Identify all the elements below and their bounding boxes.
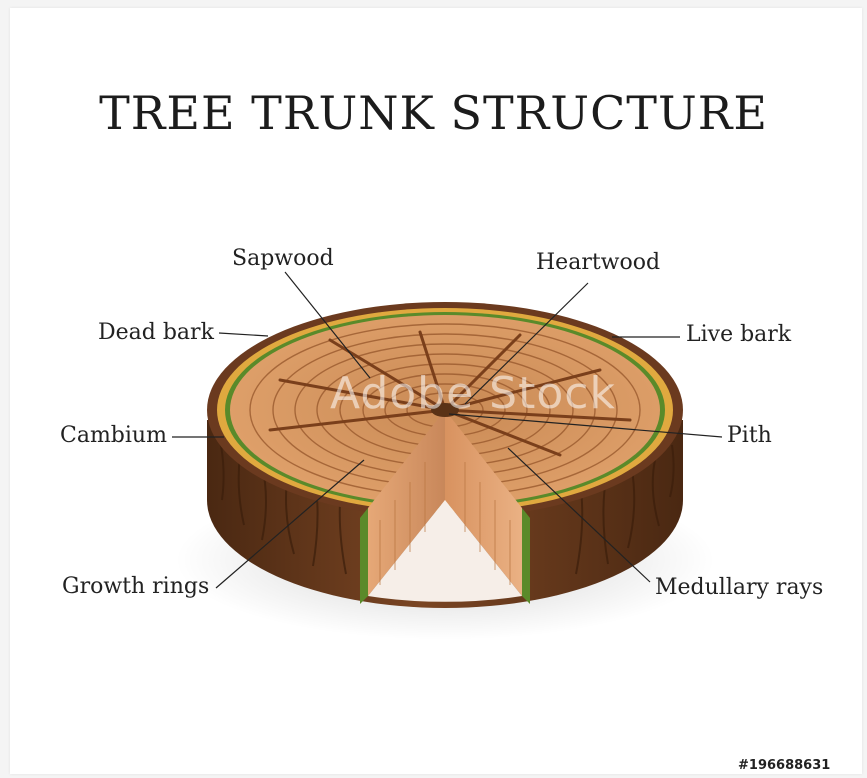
cut-bark-left xyxy=(360,508,368,604)
stock-id: #196688631 xyxy=(738,758,830,773)
label-medullary-rays: Medullary rays xyxy=(655,575,823,600)
label-live-bark: Live bark xyxy=(686,322,791,347)
label-sapwood: Sapwood xyxy=(232,246,334,271)
label-heartwood: Heartwood xyxy=(536,250,660,275)
cut-bark-right xyxy=(522,508,530,604)
label-cambium: Cambium xyxy=(60,423,167,448)
watermark: Adobe Stock xyxy=(330,368,616,419)
label-pith: Pith xyxy=(727,423,772,448)
label-dead-bark: Dead bark xyxy=(98,320,214,345)
label-growth-rings: Growth rings xyxy=(62,574,209,599)
